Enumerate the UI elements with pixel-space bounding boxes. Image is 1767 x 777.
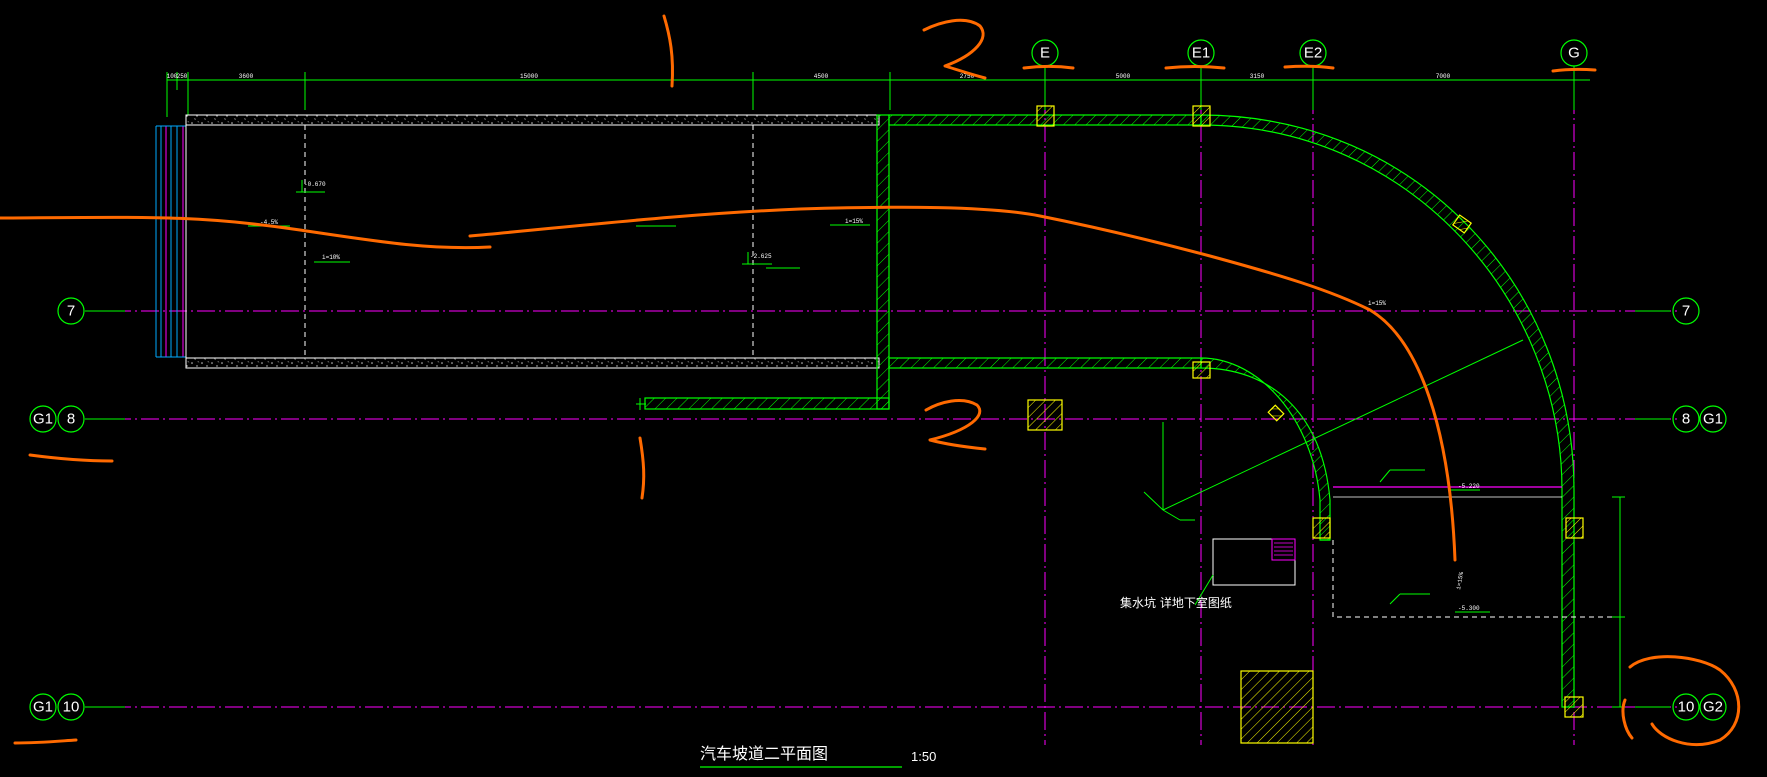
column-curve-mid <box>1451 214 1473 234</box>
section-geometry <box>1143 339 1524 606</box>
markup-section-number-1-bottom <box>638 436 646 500</box>
drawing-title: 汽车坡道二平面图 <box>700 744 828 763</box>
dimension-text: 7000 <box>1436 73 1451 80</box>
dimension-text: 3600 <box>239 73 254 80</box>
markup-underline-G1-bottom <box>13 738 78 745</box>
column-E-row8 <box>1027 399 1063 431</box>
markup-underline-E <box>1022 65 1075 70</box>
dimension-text: 4500 <box>814 73 829 80</box>
grid-bubble-E2[interactable]: E2 <box>1299 39 1327 67</box>
elevation-marks: -0.670 -4.5% i=10% -2.625 i=15% i=15% -5… <box>248 180 1490 613</box>
column-E-top <box>1036 105 1055 127</box>
sump-note: 集水坑 详地下室图纸 <box>1120 595 1232 610</box>
markup-section-number-1-top <box>662 14 674 88</box>
markup-underline-G <box>1551 67 1597 73</box>
markup-centerline-2 <box>468 205 1457 562</box>
column-large-E1-E2 <box>1240 670 1314 744</box>
svg-text:G2: G2 <box>1703 699 1723 716</box>
svg-text:10: 10 <box>63 699 80 716</box>
elevation-label: -5.300 <box>1458 605 1480 612</box>
markup-centerline <box>0 215 492 250</box>
svg-text:G1: G1 <box>1703 411 1723 428</box>
slope-label: -4.5% <box>260 219 278 226</box>
svg-text:7: 7 <box>1682 303 1690 320</box>
column-E1-inner <box>1192 361 1211 379</box>
markup-underline-E2 <box>1283 64 1335 70</box>
markup-underline-E1 <box>1164 65 1226 70</box>
columns <box>1027 105 1584 744</box>
elevation-label: -0.670 <box>304 181 326 188</box>
dimension-text: 3150 <box>1250 73 1265 80</box>
dimension-text: 250 <box>177 73 188 80</box>
svg-text:E2: E2 <box>1304 45 1322 62</box>
grid-bubble-G2-right[interactable]: G2 <box>1699 693 1727 721</box>
dimension-text: 100 <box>167 73 178 80</box>
dimension-text: 5000 <box>1116 73 1131 80</box>
grid-bubble-8-right[interactable]: 8 <box>1672 405 1700 433</box>
slope-label: i=10% <box>322 254 340 261</box>
column-E1-top <box>1192 105 1211 127</box>
column-G-low <box>1565 517 1584 539</box>
svg-text:E: E <box>1040 45 1050 62</box>
straight-ramp-walls <box>185 114 880 369</box>
elevation-label: -2.625 <box>750 253 772 260</box>
svg-text:E1: E1 <box>1192 45 1210 62</box>
grid-bubble-E[interactable]: E <box>1031 39 1059 67</box>
pit-areas <box>1212 486 1625 708</box>
sump-pit[interactable] <box>1212 538 1296 586</box>
grid-bubble-E1[interactable]: E1 <box>1187 39 1215 67</box>
slope-label: i=15% <box>845 218 863 225</box>
markup-section-number-2-top <box>922 18 987 80</box>
dimension-text: 15000 <box>520 73 538 80</box>
svg-text:7: 7 <box>67 303 75 320</box>
sump-pit-grate <box>1271 538 1296 561</box>
markup-annotations <box>0 14 1741 746</box>
svg-text:8: 8 <box>67 411 75 428</box>
elevation-label: -5.220 <box>1458 483 1480 490</box>
markup-section-number-2-bottom <box>924 399 987 451</box>
grid-bubble-8-left[interactable]: 8 <box>57 405 85 433</box>
svg-text:G: G <box>1568 45 1580 62</box>
section-cut-ticks <box>636 398 646 410</box>
svg-text:G1: G1 <box>33 699 53 716</box>
svg-text:8: 8 <box>1682 411 1690 428</box>
drawing-scale: 1:50 <box>911 749 936 764</box>
grid-bubble-G1-left-row10[interactable]: G1 <box>29 693 57 721</box>
markup-underline-G1 <box>28 453 114 463</box>
column-E2-low <box>1312 517 1331 539</box>
grid-axes <box>85 68 1680 745</box>
slope-label: i=15% <box>1455 571 1465 590</box>
dimension-text: 2750 <box>960 73 975 80</box>
grid-bubble-10-right[interactable]: 10 <box>1672 693 1700 721</box>
grid-bubble-G1-right-row8[interactable]: G1 <box>1699 405 1727 433</box>
grid-bubble-7-right[interactable]: 7 <box>1672 297 1700 325</box>
grid-bubble-7-left[interactable]: 7 <box>57 297 85 325</box>
top-dimension-texts: 100 250 3600 15000 4500 2750 5000 3150 7… <box>167 73 1451 80</box>
grid-bubble-G[interactable]: G <box>1560 39 1588 67</box>
ramp-entry-edge <box>155 125 186 358</box>
grid-bubble-10-left[interactable]: 10 <box>57 693 85 721</box>
grid-bubble-G1-left-row8[interactable]: G1 <box>29 405 57 433</box>
markup-circle-G2 <box>1621 655 1741 746</box>
svg-text:10: 10 <box>1678 699 1695 716</box>
column-G-row10 <box>1564 696 1584 718</box>
top-dimension-chain <box>166 72 1590 125</box>
column-curve-inner <box>1267 404 1285 422</box>
slope-label: i=15% <box>1368 300 1386 307</box>
svg-text:G1: G1 <box>33 411 53 428</box>
